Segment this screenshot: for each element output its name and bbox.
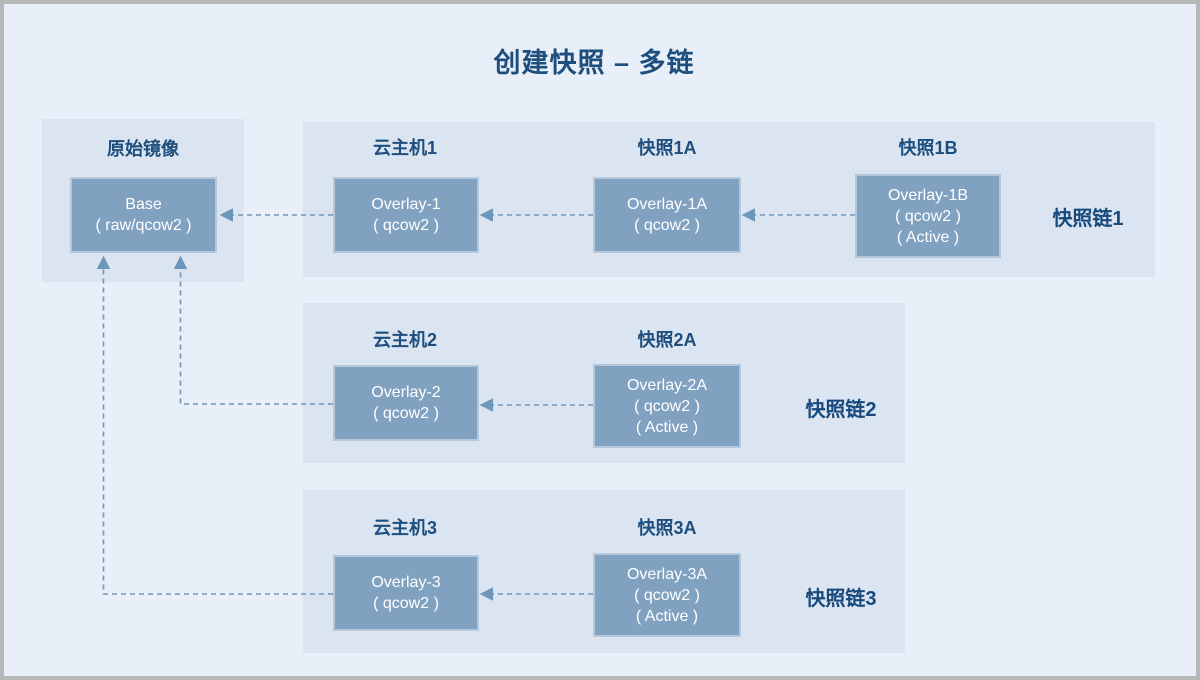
- chain1-panel: 云主机1 快照1A 快照1B Overlay-1 ( qcow2 ) Overl…: [303, 122, 1155, 277]
- chain1-snapshot1b-label: 快照1B: [898, 138, 958, 158]
- chain3-title: 快照链3: [805, 588, 877, 610]
- overlay-3a-node: Overlay-3A ( qcow2 ) ( Active ): [593, 553, 741, 637]
- overlay-2-node: Overlay-2 ( qcow2 ): [333, 365, 479, 441]
- base-node: Base ( raw/qcow2 ): [70, 177, 217, 253]
- node-line: Overlay-2A: [626, 376, 708, 394]
- node-line: ( qcow2 ): [634, 586, 700, 604]
- node-line: Overlay-1A: [626, 196, 708, 213]
- node-line: ( qcow2 ): [895, 207, 961, 225]
- node-line: Overlay-3: [371, 574, 441, 591]
- node-line: ( Active ): [635, 607, 699, 625]
- node-line: ( qcow2 ): [373, 217, 439, 234]
- base-image-panel: 原始镜像 Base ( raw/qcow2 ): [42, 119, 244, 282]
- base-panel-label: 原始镜像: [107, 139, 179, 159]
- chain3-host-label: 云主机3: [372, 518, 437, 538]
- node-line: Overlay-2: [371, 384, 441, 401]
- node-line: Overlay-1: [371, 196, 441, 213]
- overlay-1a-node: Overlay-1A ( qcow2 ): [593, 177, 741, 253]
- overlay-1b-node: Overlay-1B ( qcow2 ) ( Active ): [855, 174, 1001, 258]
- overlay-3-node: Overlay-3 ( qcow2 ): [333, 555, 479, 631]
- node-line: ( qcow2 ): [634, 217, 700, 234]
- chain3-panel: 云主机3 快照3A Overlay-3 ( qcow2 ) Overlay-3A…: [303, 490, 905, 653]
- node-line: ( Active ): [635, 418, 699, 436]
- node-line: ( qcow2 ): [373, 595, 439, 612]
- overlay-2a-node: Overlay-2A ( qcow2 ) ( Active ): [593, 364, 741, 448]
- chain2-snapshot2a-label: 快照2A: [637, 330, 697, 350]
- arrow-overlay3-to-base: [96, 255, 333, 595]
- page-title: 创建快照 – 多链: [493, 48, 695, 78]
- node-line: ( qcow2 ): [634, 397, 700, 415]
- chain1-host-label: 云主机1: [372, 138, 437, 158]
- chain2-panel: 云主机2 快照2A Overlay-2 ( qcow2 ) Overlay-2A…: [303, 303, 905, 463]
- chain2-title: 快照链2: [805, 399, 877, 421]
- node-line: Overlay-1B: [887, 186, 969, 204]
- base-node-line: ( raw/qcow2 ): [95, 217, 192, 234]
- node-line: ( Active ): [896, 228, 960, 246]
- chain3-snapshot3a-label: 快照3A: [637, 518, 697, 538]
- node-line: Overlay-3A: [626, 565, 708, 583]
- chain2-host-label: 云主机2: [372, 330, 437, 350]
- overlay-1-node: Overlay-1 ( qcow2 ): [333, 177, 479, 253]
- base-node-line: Base: [125, 196, 162, 213]
- chain1-snapshot1a-label: 快照1A: [637, 138, 697, 158]
- node-line: ( qcow2 ): [373, 405, 439, 422]
- chain1-title: 快照链1: [1052, 208, 1124, 230]
